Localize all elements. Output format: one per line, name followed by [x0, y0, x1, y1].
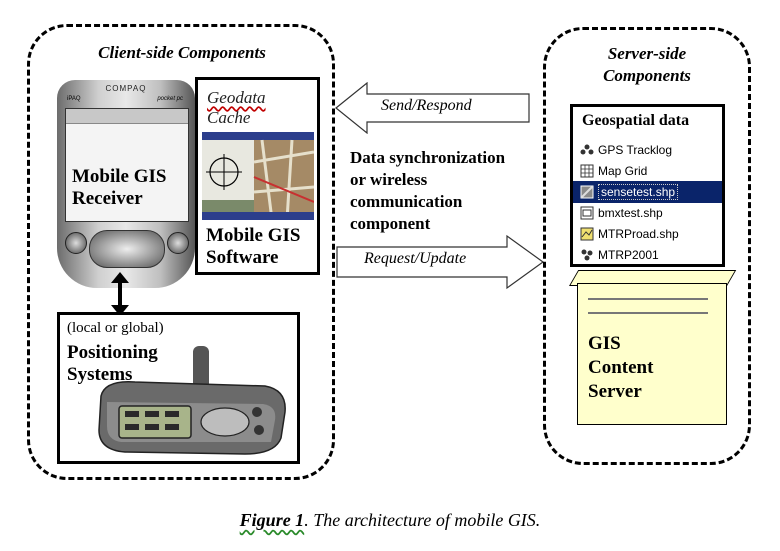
server-slot-line — [588, 312, 708, 314]
pda-button-right — [167, 232, 189, 254]
geodata-cache-line-2: Cache — [207, 108, 251, 127]
client-side-container — [27, 24, 335, 480]
server-label: GIS Content Server — [588, 332, 653, 404]
layer-row-sensetest[interactable]: sensetest.shp — [573, 181, 722, 203]
figure-number: Figure 1 — [239, 510, 305, 530]
map-screenshot-thumbnail — [202, 132, 314, 220]
pda-os: pocket pc — [157, 96, 183, 102]
pda-screen — [65, 108, 189, 222]
gps-device-image — [98, 346, 286, 455]
pda-device-image: COMPAQ iPAQ pocket pc — [57, 80, 195, 288]
mobile-gis-software-label: Mobile GIS Software — [206, 225, 300, 269]
receiver-label-line-1: Mobile GIS — [72, 166, 167, 187]
gps-tracklog-icon — [580, 144, 594, 155]
pda-toolbar — [66, 109, 188, 124]
pda-navigation-pad — [89, 230, 165, 268]
server-label-line-3: Server — [588, 381, 642, 402]
layer-name: MTRProad.shp — [598, 227, 679, 241]
client-side-title: Client-side Components — [98, 43, 266, 62]
sync-line-2: or wireless — [350, 170, 428, 189]
raster-layer-icon — [580, 206, 594, 220]
sync-line-3: communication — [350, 192, 463, 211]
positioning-sub-text: (local or global) — [67, 320, 164, 336]
pda-brand: COMPAQ — [105, 84, 147, 93]
layer-list: GPS Tracklog Map Grid sensetest.shp bmxt… — [573, 139, 722, 267]
request-update-label: Request/Update — [364, 250, 467, 267]
receiver-label-line-2: Receiver — [72, 188, 143, 209]
server-label-line-2: Content — [588, 357, 654, 378]
geodata-cache-label: Geodata Cache — [207, 88, 266, 128]
send-respond-label: Send/Respond — [381, 97, 472, 114]
point-layer-icon — [581, 249, 593, 261]
layer-name: bmxtest.shp — [598, 206, 663, 220]
positioning-sub-label: (local or global) — [67, 320, 164, 337]
geodata-cache-line-1: Geodata — [207, 88, 266, 107]
layer-name: sensetest.shp — [598, 184, 679, 200]
server-side-title: Server-side Components — [563, 43, 731, 87]
layer-name: MTRP2001 — [598, 248, 659, 262]
server-title-line-1: Server-side — [607, 44, 687, 63]
layer-name: Map Grid — [598, 164, 648, 178]
receiver-label: Mobile GIS Receiver — [72, 166, 192, 210]
pda-model: iPAQ — [67, 96, 81, 102]
server-side-container — [543, 27, 751, 465]
positioning-label: Positioning Systems — [67, 342, 158, 386]
software-label-line-1: Mobile GIS — [206, 225, 301, 246]
server-label-line-1: GIS — [588, 333, 621, 354]
geospatial-data-title: Geospatial data — [582, 112, 690, 129]
layer-name: GPS Tracklog — [598, 143, 673, 157]
send-respond-arrow — [335, 82, 530, 134]
road-layer-icon — [580, 227, 594, 241]
layer-row-map-grid[interactable]: Map Grid — [573, 160, 722, 182]
sync-line-4: component — [350, 214, 431, 233]
positioning-label-line-2: Systems — [67, 364, 133, 385]
server-title-line-2: Components — [603, 66, 691, 85]
layer-row-mtrp2001[interactable]: MTRP2001 — [573, 244, 722, 266]
sync-component-label: Data synchronization or wireless communi… — [350, 147, 505, 235]
layer-row-bmxtest[interactable]: bmxtest.shp — [573, 202, 722, 224]
pda-button-left — [65, 232, 87, 254]
gis-content-server: GIS Content Server — [577, 283, 727, 425]
map-grid-icon — [580, 164, 594, 178]
figure-caption-text: . The architecture of mobile GIS. — [304, 510, 541, 530]
request-update-arrow — [336, 234, 545, 290]
receiver-positioning-link-arrow — [111, 272, 129, 316]
raster-layer-icon — [580, 185, 594, 199]
figure-caption: Figure 1. The architecture of mobile GIS… — [0, 510, 780, 531]
layer-row-gps-tracklog[interactable]: GPS Tracklog — [573, 139, 722, 161]
positioning-label-line-1: Positioning — [67, 342, 158, 363]
sync-line-1: Data synchronization — [350, 148, 506, 167]
geospatial-data-box: Geospatial data GPS Tracklog Map Grid se… — [570, 104, 725, 267]
layer-row-mtrproad[interactable]: MTRProad.shp — [573, 223, 722, 245]
software-label-line-2: Software — [206, 247, 279, 268]
server-slot-line — [588, 298, 708, 300]
